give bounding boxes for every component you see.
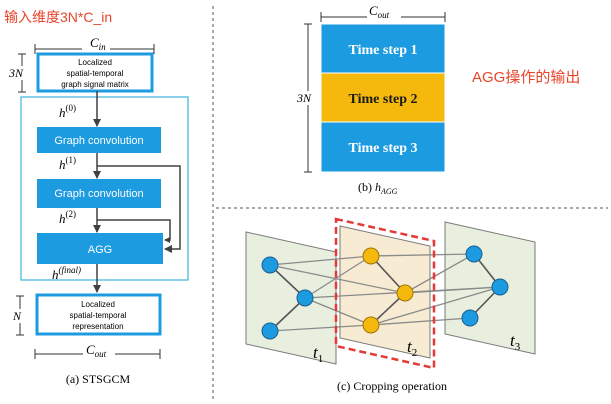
agg-output-annotation: AGG操作的输出 xyxy=(472,69,580,86)
svg-text:Cout: Cout xyxy=(86,342,107,359)
h0-label: h(0) xyxy=(59,103,76,120)
node-t3-a xyxy=(465,245,483,263)
graph-convolution-box-2: Graph convolution xyxy=(37,179,161,208)
cout-dimension-a: Cout xyxy=(34,342,161,359)
time-step-2-block: Time step 2 xyxy=(320,72,446,123)
svg-text:3N: 3N xyxy=(8,66,24,80)
svg-text:Time step 3: Time step 3 xyxy=(349,141,418,156)
cout-dimension-b: Cout xyxy=(320,3,446,22)
node-t1-b xyxy=(296,289,314,307)
node-t3-b xyxy=(491,278,509,296)
svg-text:Localized: Localized xyxy=(81,300,115,309)
svg-text:Cout: Cout xyxy=(369,3,390,20)
graph-nodes xyxy=(261,245,509,340)
svg-text:graph signal matrix: graph signal matrix xyxy=(61,80,129,89)
node-t2-c xyxy=(362,316,380,334)
time-step-1-block: Time step 1 xyxy=(320,23,446,74)
input-dim-annotation: 输入维度3N*C_in xyxy=(4,9,112,25)
svg-text:Time step 2: Time step 2 xyxy=(349,92,418,107)
svg-text:Time step 1: Time step 1 xyxy=(349,43,418,58)
svg-text:N: N xyxy=(12,309,22,323)
time-step-3-block: Time step 3 xyxy=(320,121,446,173)
input-matrix-box: Localized spatial-temporal graph signal … xyxy=(36,52,154,93)
stsgcm-frame xyxy=(20,96,189,281)
node-t3-c xyxy=(461,309,479,327)
svg-text:Graph convolution: Graph convolution xyxy=(54,188,143,200)
three-n-dimension-b: 3N xyxy=(296,23,320,173)
svg-text:Cin: Cin xyxy=(90,35,106,52)
caption-a: (a) STSGCM xyxy=(66,372,131,386)
crop-highlight xyxy=(334,217,436,370)
time-plane-1 xyxy=(245,231,337,365)
skip-connection-h1 xyxy=(97,165,181,253)
svg-text:Localized: Localized xyxy=(78,58,112,67)
svg-text:AGG: AGG xyxy=(88,244,112,256)
output-representation-box: Localized spatial-temporal representatio… xyxy=(35,293,162,336)
t2-label: t2 xyxy=(407,337,417,359)
n-dimension: N xyxy=(12,295,26,336)
three-n-dimension: 3N xyxy=(8,53,30,93)
caption-b: (b) hAGG xyxy=(358,180,398,196)
skip-connection-h2 xyxy=(97,219,171,243)
svg-text:Graph convolution: Graph convolution xyxy=(54,135,143,147)
agg-box: AGG xyxy=(37,233,163,264)
graph-convolution-box-1: Graph convolution xyxy=(37,127,161,153)
svg-text:3N: 3N xyxy=(296,91,312,105)
h2-label: h(2) xyxy=(59,209,76,226)
hfinal-label: h(final) xyxy=(52,265,81,282)
t3-label: t3 xyxy=(510,331,521,353)
caption-c: (c) Cropping operation xyxy=(337,379,447,393)
svg-text:spatial-temporal: spatial-temporal xyxy=(70,311,127,320)
node-t2-a xyxy=(362,247,380,265)
svg-text:representation: representation xyxy=(72,322,123,331)
node-t1-a xyxy=(261,256,279,274)
h1-label: h(1) xyxy=(59,155,76,172)
node-t2-b xyxy=(396,284,414,302)
svg-text:spatial-temporal: spatial-temporal xyxy=(67,69,124,78)
t1-label: t1 xyxy=(313,343,323,365)
cin-dimension: Cin xyxy=(34,35,155,54)
node-t1-c xyxy=(261,322,279,340)
